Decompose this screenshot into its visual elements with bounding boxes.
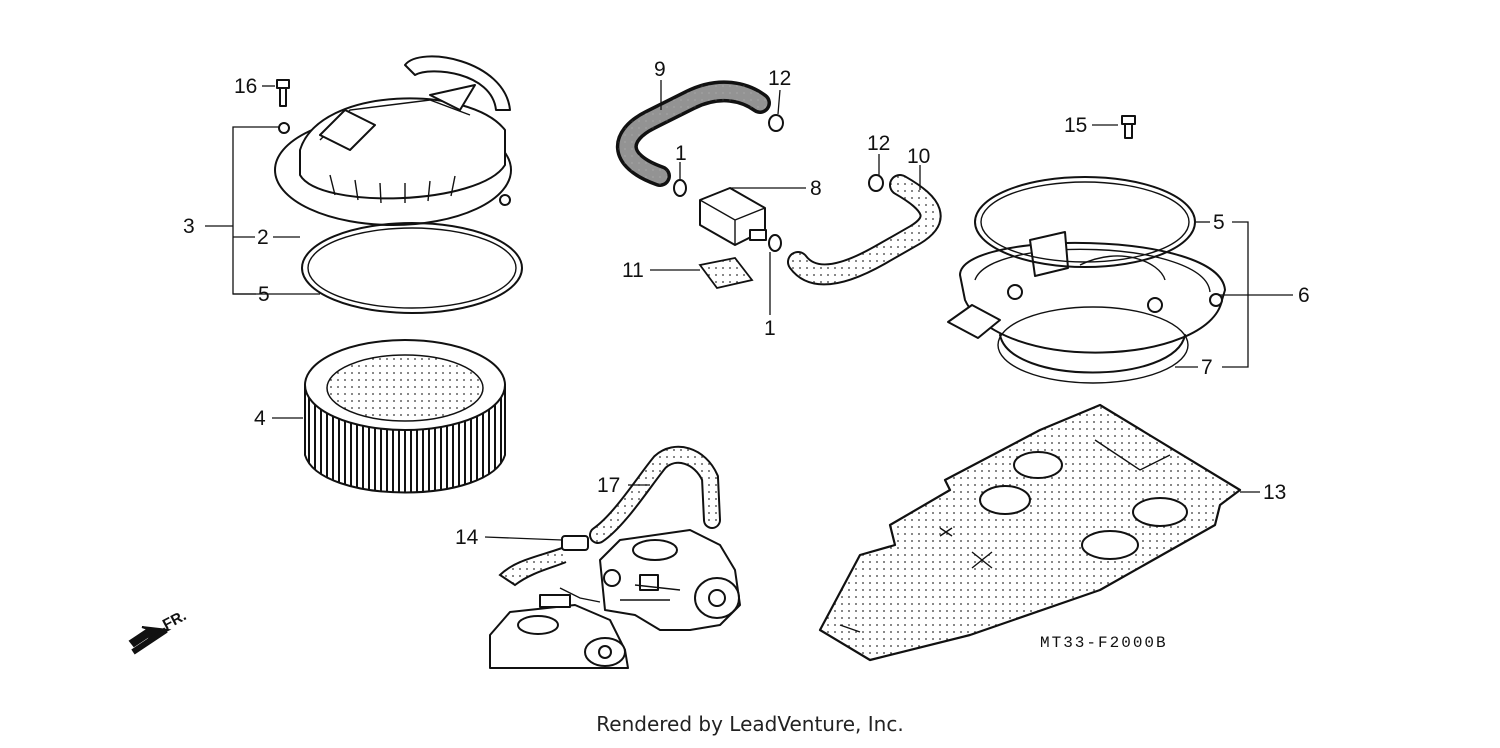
breather-valve-8 — [699, 187, 767, 246]
callout-4: 4 — [254, 407, 266, 430]
air-cleaner-cover — [274, 55, 512, 226]
callout-9: 9 — [654, 58, 666, 81]
callout-2: 2 — [257, 226, 269, 249]
gasket-11 — [698, 257, 754, 290]
front-arrow-icon: FR. — [128, 607, 189, 655]
callout-8: 8 — [810, 177, 822, 200]
callout-1-lower: 1 — [764, 317, 776, 340]
callout-17: 17 — [597, 474, 620, 497]
vent-joint-14 — [498, 535, 589, 587]
seal-ring-case — [974, 176, 1196, 268]
bolt-16 — [276, 79, 290, 107]
diagram-code: MT33-F2000B — [1040, 634, 1168, 652]
carburetor-upper — [599, 529, 741, 631]
air-filter-element — [304, 339, 506, 494]
callout-10: 10 — [907, 145, 930, 168]
leader-lines — [205, 80, 1293, 541]
callout-14: 14 — [455, 526, 479, 549]
callout-7: 7 — [1201, 356, 1213, 379]
callout-16: 16 — [234, 75, 257, 98]
gasket-plate-13 — [818, 403, 1242, 662]
carburetor-lower — [489, 587, 629, 669]
breather-hose-9 — [615, 80, 771, 187]
seal-ring-upper — [301, 222, 523, 314]
callout-13: 13 — [1263, 481, 1286, 504]
callout-labels: 16 3 2 5 4 9 12 1 8 11 1 12 10 15 5 6 7 … — [183, 58, 1310, 549]
breather-hose-10 — [787, 174, 942, 286]
callout-12-right: 12 — [867, 132, 890, 155]
air-cleaner-case — [947, 231, 1226, 384]
callout-11: 11 — [622, 259, 644, 282]
callout-6: 6 — [1298, 284, 1310, 307]
bolt-15 — [1121, 115, 1136, 139]
hose-clips — [673, 114, 884, 252]
callout-1-upper: 1 — [675, 142, 687, 165]
callout-5-right: 5 — [1213, 211, 1225, 234]
vent-tube-17 — [589, 445, 721, 544]
footer-credit: Rendered by LeadVenture, Inc. — [596, 712, 904, 736]
callout-5-left: 5 — [258, 283, 270, 306]
callout-3: 3 — [183, 215, 195, 238]
parts-diagram: 16 3 2 5 4 9 12 1 8 11 1 12 10 15 5 6 7 … — [128, 55, 1310, 669]
callout-15: 15 — [1064, 114, 1087, 137]
callout-12-left: 12 — [768, 67, 791, 90]
